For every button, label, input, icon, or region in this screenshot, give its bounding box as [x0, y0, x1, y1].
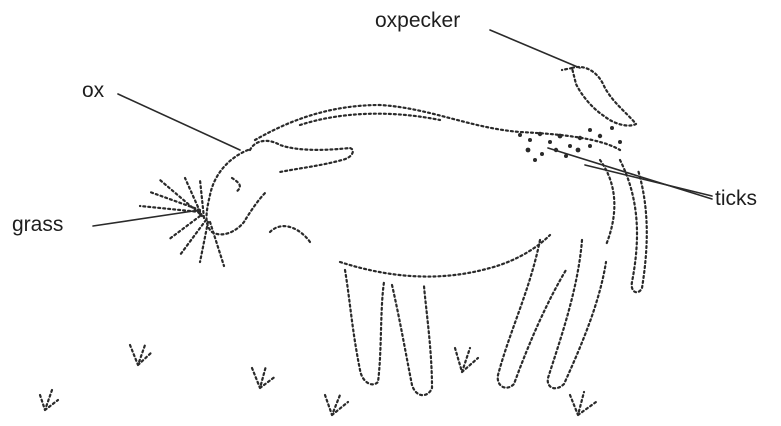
oxpecker-bird [562, 67, 636, 126]
ground-grass-tufts [40, 345, 596, 415]
ox-chest [270, 226, 310, 242]
ox-front-leg-left [345, 270, 384, 384]
ox-front-leg-right [392, 285, 432, 395]
grass-tuft [325, 395, 348, 415]
grass-leader-line [93, 210, 200, 226]
ox-hump-shading [300, 114, 440, 125]
ticks-leader-line-upper [585, 165, 712, 196]
ox-head [207, 150, 267, 234]
ox-ear [232, 178, 240, 192]
grass-tuft [570, 392, 596, 415]
ox-hind-leg-right [548, 240, 606, 388]
label-ticks: ticks [715, 188, 757, 209]
oxpecker-body [572, 67, 636, 126]
ox-back-outline [255, 105, 620, 150]
ox-drawing [207, 105, 647, 395]
oxpecker-beak [562, 68, 572, 70]
grass-tuft [252, 366, 276, 388]
ox-rump [600, 160, 614, 245]
ticks-leader-line-lower [548, 148, 712, 199]
grass-tuft [130, 345, 152, 365]
grass-tuft [40, 390, 58, 410]
label-ox: ox [82, 80, 104, 101]
ox-leader-line [118, 94, 240, 150]
ox-belly [340, 235, 550, 277]
grass-tuft [455, 348, 478, 372]
ox-horn [250, 141, 353, 172]
label-grass: grass [12, 214, 63, 235]
label-oxpecker: oxpecker [375, 10, 460, 31]
oxpecker-leader-line [490, 30, 580, 68]
